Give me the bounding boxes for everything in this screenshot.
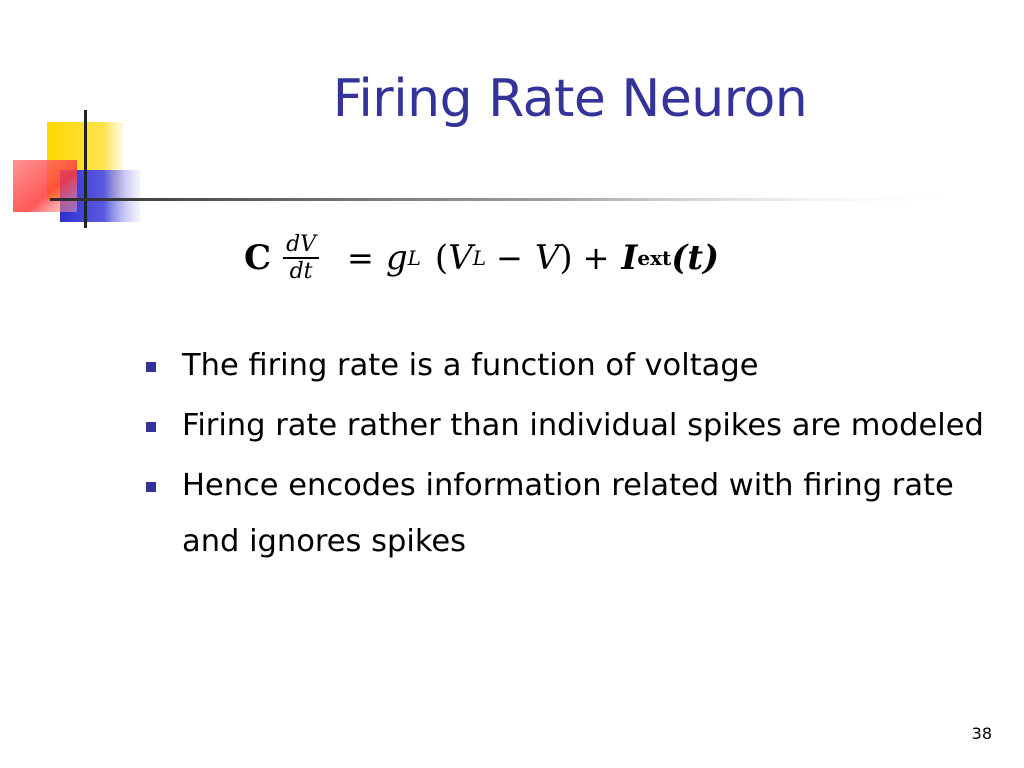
bullet-text: Firing rate rather than individual spike… (182, 408, 984, 443)
square-bullet-icon (146, 362, 156, 372)
page-number: 38 (971, 724, 992, 743)
equation-open-paren: ( (434, 238, 449, 278)
equation-g: g (385, 238, 408, 278)
fraction-bar (283, 257, 320, 259)
bullet-list: The firing rate is a function of voltage… (140, 338, 1000, 574)
bullet-item: The firing rate is a function of voltage (140, 338, 1000, 394)
equation-minus: − (496, 239, 523, 277)
equation-v: V (534, 238, 560, 278)
equation-vl: V (448, 238, 473, 278)
deco-vertical-line (84, 110, 87, 228)
fraction-denominator: dt (289, 259, 313, 284)
equation-capacitance: C (244, 238, 272, 278)
equation-i-argument: (t) (671, 238, 720, 278)
decorative-corner-graphic (13, 110, 970, 228)
deco-red-square (13, 160, 77, 212)
equation-close-paren: ) (559, 238, 573, 278)
equation-equals: = (347, 239, 374, 277)
bullet-item: Firing rate rather than individual spike… (140, 398, 1000, 454)
fraction-numerator: dV (286, 231, 317, 257)
square-bullet-icon (146, 482, 156, 492)
bullet-text: The firing rate is a function of voltage (182, 348, 759, 383)
equation-i: I (621, 238, 638, 278)
bullet-text: Hence encodes information related with f… (182, 468, 954, 559)
equation-plus: + (582, 239, 610, 277)
square-bullet-icon (146, 422, 156, 432)
equation-derivative-fraction: dV dt (283, 231, 320, 284)
title-underline-rule (50, 198, 970, 201)
slide-title: Firing Rate Neuron (332, 69, 808, 129)
equation-vl-subscript: L (472, 246, 487, 270)
bullet-item: Hence encodes information related with f… (140, 458, 1000, 570)
equation-g-subscript: L (407, 246, 421, 270)
equation-i-subscript: ext (637, 246, 672, 270)
